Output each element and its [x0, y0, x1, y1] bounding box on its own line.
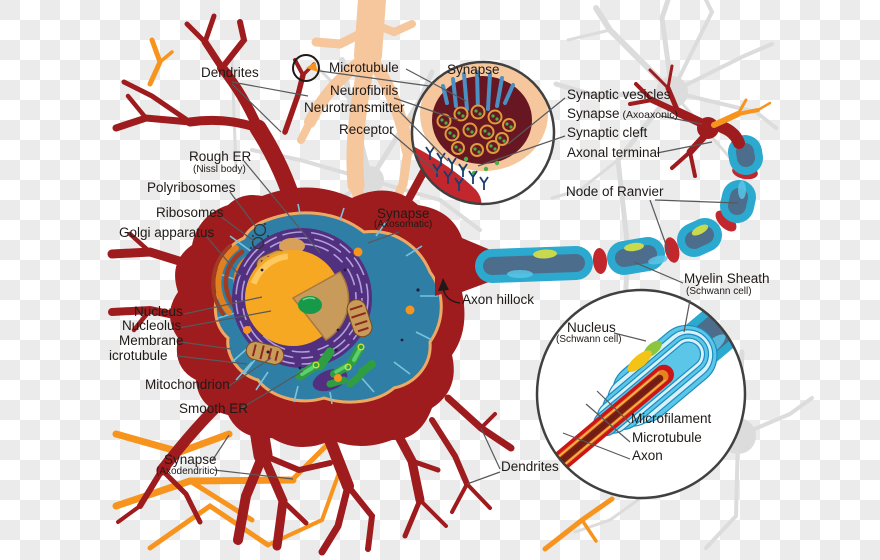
- myelin-sheen: [507, 181, 746, 278]
- tan-blob: [279, 238, 305, 254]
- pointer-lines: [176, 68, 739, 485]
- myelin-inner: [483, 143, 755, 275]
- label-mitochondrion: Mitochondrion: [145, 377, 230, 392]
- label-neurotransmitter: Neurotransmitter: [304, 100, 405, 115]
- schwann-inset: [535, 288, 747, 500]
- label-axon-inset: Axon: [632, 448, 663, 463]
- label-myelin-sheath-sub: (Schwann cell): [686, 286, 752, 297]
- label-synapse-axodendritic: Synapse: [164, 452, 217, 467]
- label-microtubule-top: Microtubule: [329, 60, 399, 75]
- axon-hillock-arrow: [438, 278, 461, 304]
- label-ribosomes: Ribosomes: [156, 205, 224, 220]
- nucleolus-shape: [298, 296, 322, 314]
- label-rough-er: Rough ER: [189, 149, 252, 164]
- label-smooth-er: Smooth ER: [179, 401, 249, 416]
- label-dendrites-bottom: Dendrites: [501, 459, 559, 474]
- label-synapse-axoaxonic: Synapse (Axoaxonic): [567, 106, 678, 121]
- label-synapse-axosomatic-sub: (Axosomatic): [374, 219, 433, 230]
- axon-terminal: [628, 64, 745, 178]
- mitochondrion-right: [346, 299, 373, 338]
- schwann-inset-ring: [535, 288, 747, 500]
- label-axonal-terminal: Axonal terminal: [567, 145, 661, 160]
- label-node-of-ranvier: Node of Ranvier: [566, 184, 664, 199]
- terminal-orange-branch: [711, 98, 772, 128]
- label-receptor: Receptor: [339, 122, 394, 137]
- label-nucleus: Nucleus: [134, 304, 183, 319]
- label-neurofibrils: Neurofibrils: [330, 83, 399, 98]
- synapse-marker-circle: [292, 54, 320, 82]
- soma-organelles: [211, 203, 443, 405]
- ribosome-markers: [251, 223, 267, 250]
- label-membrane: Membrane: [119, 333, 184, 348]
- label-synaptic-vesicles: Synaptic vesicles: [567, 87, 671, 102]
- label-schwann-nucleus-sub: (Schwann cell): [556, 334, 622, 345]
- specks: [260, 268, 420, 370]
- synapse-inset-ring: [410, 60, 556, 206]
- label-schwann-nucleus: Nucleus: [567, 320, 616, 335]
- nucleus-shape: [245, 250, 350, 346]
- label-synaptic-cleft: Synaptic cleft: [567, 125, 648, 140]
- label-polyribosomes: Polyribosomes: [147, 180, 236, 195]
- cytoplasm-streaks: [217, 203, 438, 405]
- label-synapse-axodendritic-sub: (Axodendritic): [156, 466, 218, 477]
- label-dendrites-top: Dendrites: [201, 65, 259, 80]
- label-microtubule-left: icrotubule: [109, 348, 168, 363]
- schwann-nucleus-shape: [627, 350, 652, 372]
- label-axon-hillock: Axon hillock: [462, 292, 535, 307]
- smooth-er-tubes: [295, 343, 376, 388]
- label-golgi-apparatus: Golgi apparatus: [119, 225, 215, 240]
- label-myelin-sheath: Myelin Sheath: [684, 271, 770, 286]
- ribosome-dots: [250, 223, 269, 249]
- axon: [435, 64, 772, 296]
- synapse-inset: [410, 60, 556, 206]
- label-rough-er-sub: (Nissl body): [193, 164, 246, 175]
- label-synapse-axosomatic: Synapse: [377, 206, 430, 221]
- schwann-nuclei: [533, 224, 709, 259]
- label-microtubule-inset: Microtubule: [632, 430, 702, 445]
- label-synapse-inset: Synapse: [447, 62, 500, 77]
- orange-dots: [243, 247, 415, 382]
- mitochondrion-bottom: [245, 341, 285, 365]
- label-microfilament: Microfilament: [631, 411, 712, 426]
- label-nucleolus: Nucleolus: [122, 318, 182, 333]
- synaptic-vesicles-shapes: [436, 104, 516, 157]
